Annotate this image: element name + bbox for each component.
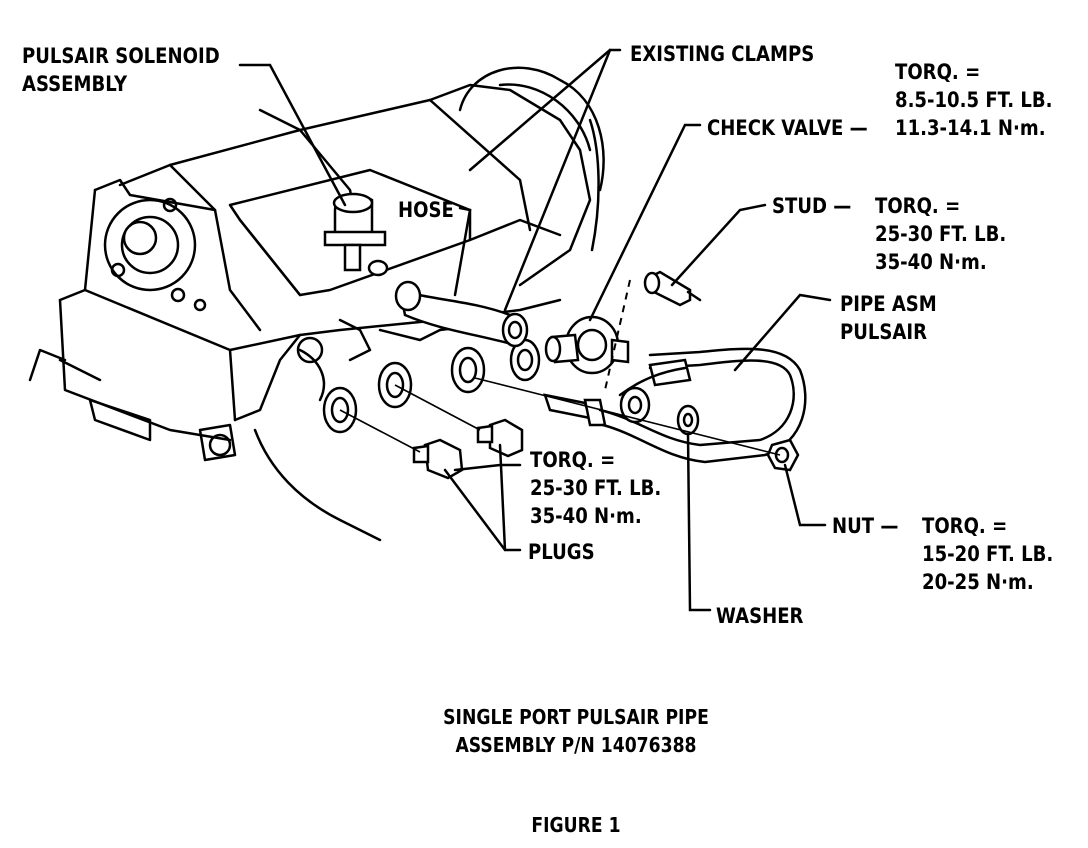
plugs-drawing <box>339 384 524 480</box>
stud-torque-line1: TORQ. = <box>875 194 961 218</box>
plug-torque-line3: 35-40 N·m. <box>530 504 642 528</box>
stud-torque-line3: 35-40 N·m. <box>875 250 987 274</box>
solenoid-drawing <box>323 192 389 277</box>
check-valve-torque-line1: TORQ. = <box>895 60 981 84</box>
solenoid-label-line2: ASSEMBLY <box>22 72 128 96</box>
figure-number: FIGURE 1 <box>531 813 621 837</box>
washer-label: WASHER <box>716 604 804 628</box>
hose-drawing <box>394 280 529 348</box>
check-valve-label: CHECK VALVE — <box>707 116 868 140</box>
solenoid-label-line1: PULSAIR SOLENOID <box>22 44 220 68</box>
hose-label: HOSE <box>398 198 454 222</box>
caption-line2: ASSEMBLY P/N 14076388 <box>455 733 697 757</box>
pipe-asm-label-line1: PIPE ASM <box>840 292 937 316</box>
stud-drawing <box>604 270 702 391</box>
nut-label: NUT — <box>832 514 899 538</box>
plugs-label: PLUGS <box>528 540 595 564</box>
plug-torque-line1: TORQ. = <box>530 448 616 472</box>
leader-lines <box>238 48 832 612</box>
pipe-asm-label-line2: PULSAIR <box>840 320 928 344</box>
existing-clamps-label: EXISTING CLAMPS <box>630 42 815 66</box>
nut-torque-line2: 15-20 FT. LB. <box>922 542 1054 566</box>
washer-nut-drawing <box>474 377 800 472</box>
stud-label: STUD — <box>772 194 852 218</box>
stud-torque-line2: 25-30 FT. LB. <box>875 222 1007 246</box>
caption-line1: SINGLE PORT PULSAIR PIPE <box>443 705 709 729</box>
check-valve-torque-line3: 11.3-14.1 N·m. <box>895 116 1046 140</box>
engine-block-drawing <box>28 66 605 542</box>
nut-torque-line1: TORQ. = <box>922 514 1008 538</box>
nut-torque-line3: 20-25 N·m. <box>922 570 1034 594</box>
plug-torque-line2: 25-30 FT. LB. <box>530 476 662 500</box>
check-valve-torque-line2: 8.5-10.5 FT. LB. <box>895 88 1053 112</box>
